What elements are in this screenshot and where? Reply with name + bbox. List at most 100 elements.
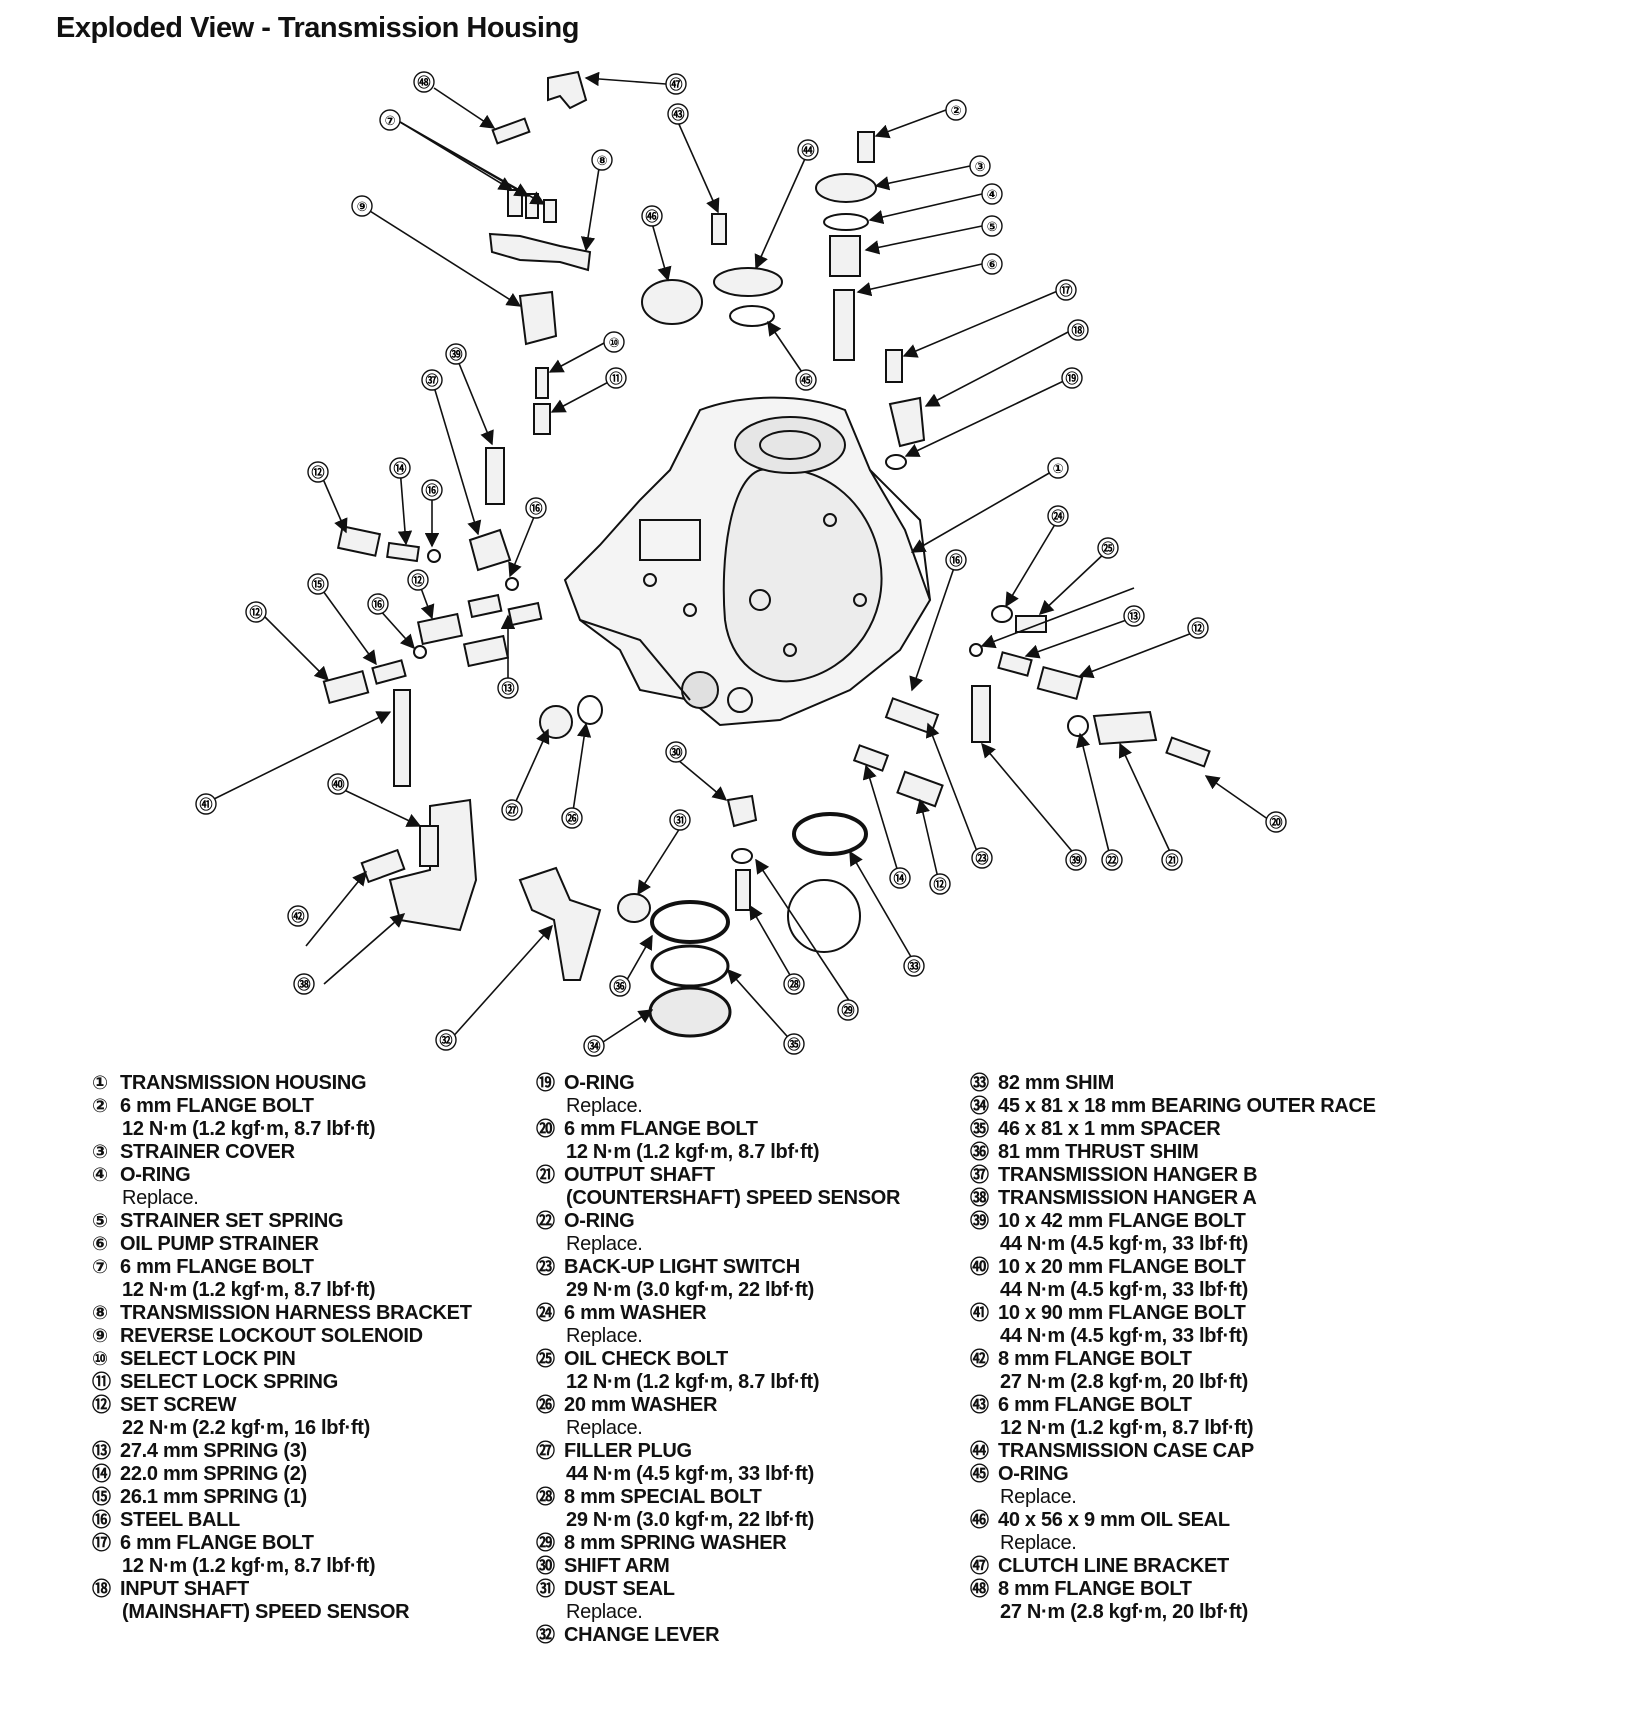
callout-1: ① bbox=[1047, 457, 1069, 479]
callout-47: ㊼ bbox=[665, 73, 687, 95]
svg-text:⑯: ⑯ bbox=[529, 501, 542, 516]
washer-26 bbox=[577, 695, 603, 725]
bolt-39a bbox=[485, 447, 505, 505]
oring-4 bbox=[823, 213, 869, 231]
callout-33: ㉝ bbox=[903, 955, 925, 977]
legend-item-name: STRAINER COVER bbox=[120, 1141, 295, 1163]
callout-43: ㊸ bbox=[667, 103, 689, 125]
bolt-40 bbox=[419, 825, 439, 867]
callout-40: ㊵ bbox=[327, 773, 349, 795]
callout-12e: ⑫ bbox=[929, 873, 951, 895]
legend-item-name: 6 mm FLANGE BOLT bbox=[120, 1532, 314, 1554]
svg-text:④: ④ bbox=[986, 187, 997, 202]
transmission-housing bbox=[563, 396, 932, 727]
legend-item-name: 81 mm THRUST SHIM bbox=[998, 1141, 1199, 1163]
callout-45: ㊺ bbox=[795, 369, 817, 391]
bolt-43 bbox=[711, 213, 727, 245]
svg-text:⑮: ⑮ bbox=[311, 577, 324, 592]
legend-item-name: FILLER PLUG bbox=[564, 1440, 692, 1462]
svg-text:⑭: ⑭ bbox=[393, 461, 406, 476]
svg-text:⑰: ⑰ bbox=[1059, 283, 1072, 298]
legend-item-name: 6 mm FLANGE BOLT bbox=[998, 1394, 1192, 1416]
legend-item-name: 6 mm WASHER bbox=[564, 1302, 707, 1324]
svg-text:⑥: ⑥ bbox=[986, 257, 997, 272]
oil-seal-46 bbox=[641, 279, 703, 325]
spring-14a bbox=[386, 541, 420, 563]
callout-16b: ⑯ bbox=[525, 497, 547, 519]
callout-46: ㊻ bbox=[641, 205, 663, 227]
spring-13a bbox=[467, 593, 503, 619]
oil-pump-strainer bbox=[833, 289, 855, 361]
legend-item-number: ㉟ bbox=[970, 1119, 989, 1140]
svg-text:㊴: ㊴ bbox=[1069, 853, 1082, 868]
callout-5: ⑤ bbox=[981, 215, 1003, 237]
legend-item-name: 26.1 mm SPRING (1) bbox=[120, 1486, 307, 1508]
svg-text:㉜: ㉜ bbox=[439, 1033, 452, 1048]
callout-34: ㉞ bbox=[583, 1035, 605, 1057]
legend-item-number: ⑲ bbox=[536, 1073, 555, 1094]
svg-text:㉞: ㉞ bbox=[587, 1039, 600, 1054]
legend-item-name: INPUT SHAFT bbox=[120, 1578, 249, 1600]
hanger-b bbox=[468, 528, 512, 572]
callout-12d: ⑫ bbox=[245, 601, 267, 623]
legend-item-detail: 29 N·m (3.0 kgf·m, 22 lbf·ft) bbox=[566, 1509, 814, 1531]
callout-26: ㉖ bbox=[561, 807, 583, 829]
callout-30: ㉚ bbox=[665, 741, 687, 763]
callout-13b: ⑬ bbox=[497, 677, 519, 699]
legend-item-detail: 27 N·m (2.8 kgf·m, 20 lbf·ft) bbox=[1000, 1601, 1248, 1623]
legend-item-number: ㊳ bbox=[970, 1188, 989, 1209]
callout-labels: ㊽ ㊼ ⑦ ㊸ ㊹ ② ⑧ ③ ④ ⑤ ⑨ ㊻ ⑥ ⑰ ⑩ ⑱ ⑪ ㊺ ⑲ ㊴ … bbox=[195, 71, 1287, 1057]
callout-11: ⑪ bbox=[605, 367, 627, 389]
callout-10: ⑩ bbox=[603, 331, 625, 353]
legend-item-number: ㊴ bbox=[970, 1211, 989, 1232]
legend-item-number: ① bbox=[92, 1073, 108, 1094]
callout-12a: ⑫ bbox=[307, 461, 329, 483]
output-shaft-sensor bbox=[1092, 710, 1158, 746]
legend-item-number: ㉗ bbox=[536, 1441, 555, 1462]
svg-text:③: ③ bbox=[974, 159, 985, 174]
callout-9: ⑨ bbox=[351, 195, 373, 217]
legend-item-detail: 12 N·m (1.2 kgf·m, 8.7 lbf·ft) bbox=[122, 1279, 376, 1301]
legend-item-name: TRANSMISSION HOUSING bbox=[120, 1072, 367, 1094]
legend-item-detail: 27 N·m (2.8 kgf·m, 20 lbf·ft) bbox=[1000, 1371, 1248, 1393]
shift-arm bbox=[726, 794, 758, 828]
reverse-lockout-solenoid bbox=[518, 290, 558, 346]
svg-text:⑬: ⑬ bbox=[501, 681, 514, 696]
legend-item-number: ㉝ bbox=[970, 1073, 989, 1094]
legend-item-name: DUST SEAL bbox=[564, 1578, 675, 1600]
legend-item-detail: Replace. bbox=[1000, 1532, 1077, 1554]
callout-48: ㊽ bbox=[413, 71, 435, 93]
callout-20: ⑳ bbox=[1265, 811, 1287, 833]
legend-item-name: 6 mm FLANGE BOLT bbox=[564, 1118, 758, 1140]
svg-text:㊴: ㊴ bbox=[449, 347, 462, 362]
svg-text:⑧: ⑧ bbox=[596, 153, 607, 168]
callout-13a: ⑬ bbox=[1123, 605, 1145, 627]
svg-text:⑤: ⑤ bbox=[986, 219, 997, 234]
legend-item-detail: Replace. bbox=[566, 1095, 643, 1117]
select-lock-spring bbox=[533, 403, 551, 435]
legend-item-number: ⑩ bbox=[92, 1349, 108, 1370]
legend-item-name: 8 mm SPRING WASHER bbox=[564, 1532, 787, 1554]
legend-item-name: SELECT LOCK SPRING bbox=[120, 1371, 338, 1393]
legend-item-number: ㊹ bbox=[970, 1441, 989, 1462]
thrust-shim-36 bbox=[650, 900, 730, 944]
